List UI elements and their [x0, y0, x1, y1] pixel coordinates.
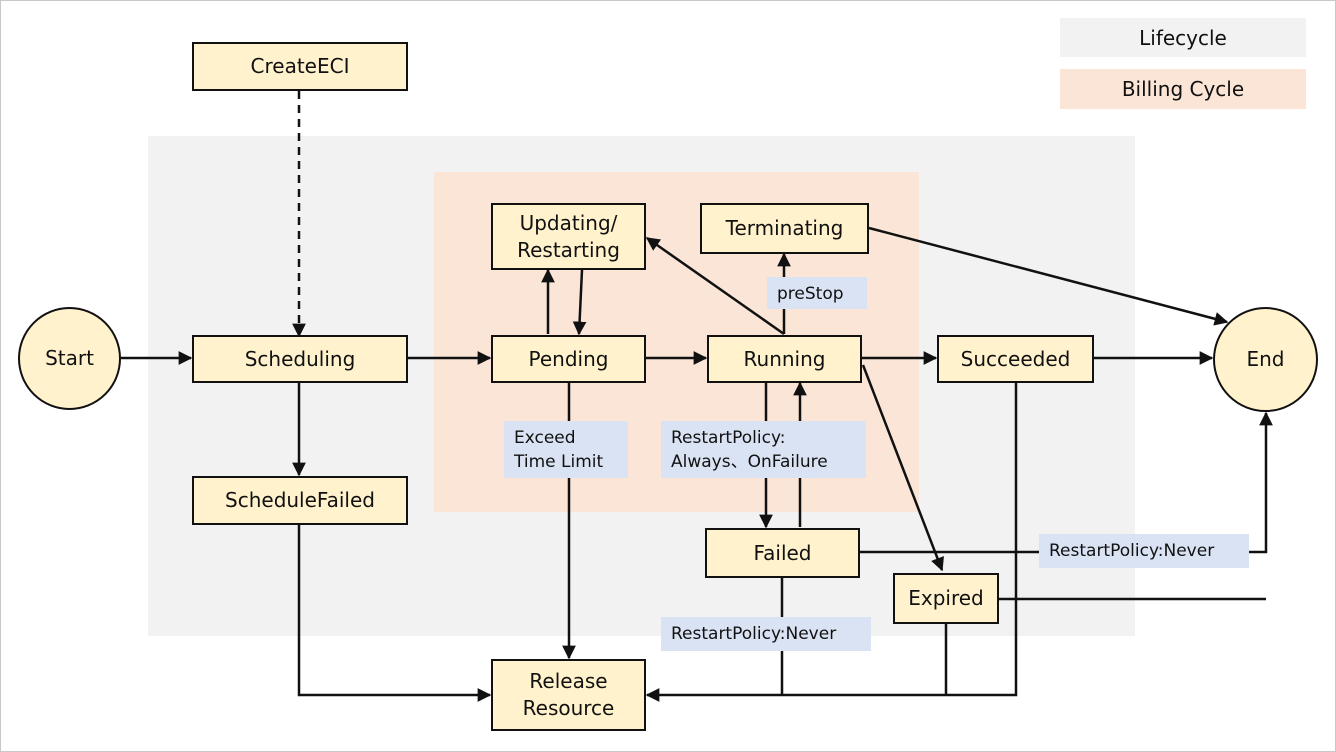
- edge-terminating-end: [868, 226, 1229, 326]
- node-running: Running: [707, 335, 862, 383]
- node-schedulefailed: ScheduleFailed: [192, 476, 408, 525]
- node-scheduling: Scheduling: [192, 335, 408, 383]
- edge-updating-pending: [572, 269, 587, 336]
- legend-billing-cycle: Billing Cycle: [1060, 69, 1306, 109]
- edge-succeeded-release: [645, 383, 1018, 702]
- node-updating-restarting: Updating/ Restarting: [491, 203, 646, 270]
- edge-schedulefailed-release: [297, 525, 492, 702]
- edge-running-expired: [861, 364, 944, 572]
- node-pending: Pending: [491, 335, 646, 383]
- node-end: End: [1213, 307, 1318, 412]
- edge-running-updating: [645, 236, 785, 336]
- node-createeci: CreateECI: [192, 42, 408, 91]
- node-terminating: Terminating: [700, 203, 869, 254]
- condition-restart-always-onfailure: RestartPolicy: Always、OnFailure: [661, 421, 866, 478]
- edge-failed-end: [859, 411, 1273, 554]
- condition-prestop: preStop: [767, 277, 867, 309]
- node-succeeded: Succeeded: [937, 335, 1094, 383]
- node-start: Start: [18, 307, 121, 410]
- legend-lifecycle: Lifecycle: [1060, 18, 1306, 57]
- condition-restart-never-end: RestartPolicy:Never: [1039, 534, 1249, 568]
- node-failed: Failed: [705, 528, 860, 578]
- condition-restart-never-release: RestartPolicy:Never: [661, 617, 871, 651]
- node-expired: Expired: [893, 573, 999, 624]
- node-release-resource: Release Resource: [491, 659, 646, 731]
- condition-exceed-time-limit: Exceed Time Limit: [504, 421, 628, 478]
